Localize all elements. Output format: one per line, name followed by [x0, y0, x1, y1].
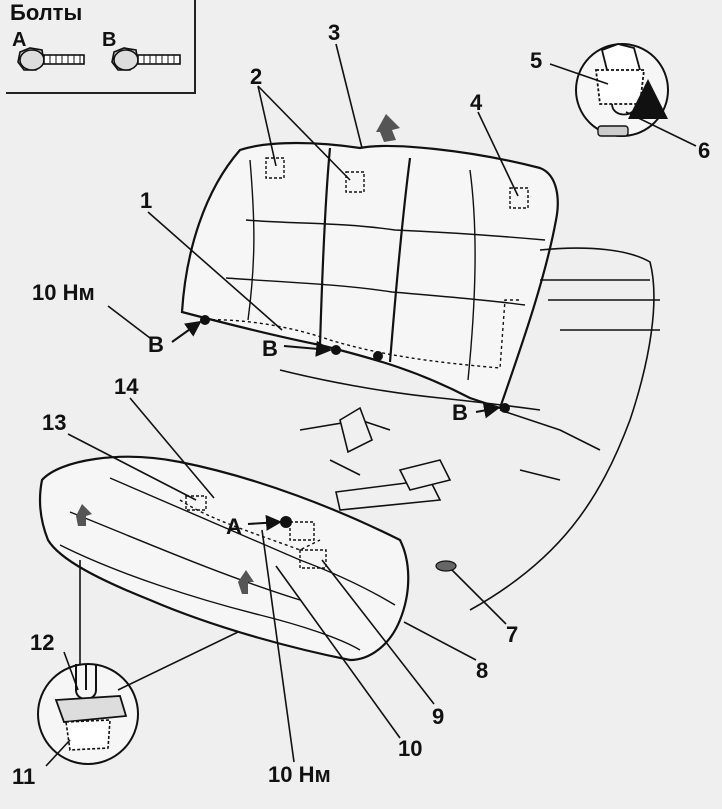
bolt-pointers [171, 320, 500, 531]
callout-12: 12 [30, 630, 55, 655]
callout-5: 5 [530, 48, 543, 73]
callout-2: 2 [250, 64, 263, 89]
callout-13: 13 [42, 410, 67, 435]
direction-arrows [76, 114, 400, 594]
bolt-mark-b-left: B [148, 332, 164, 357]
callout-6: 6 [698, 138, 711, 163]
bolt-mark-b-right: B [452, 400, 468, 425]
callout-14: 14 [114, 374, 139, 399]
vehicle-body-lines [279, 247, 660, 611]
hidden-hooks [185, 157, 529, 569]
torque-label-top: 10 Нм [32, 280, 95, 305]
callout-3: 3 [328, 20, 341, 45]
callout-leaders [45, 43, 697, 767]
seat-back-outline [180, 141, 559, 410]
callout-9: 9 [432, 704, 445, 729]
callout-1: 1 [140, 188, 153, 213]
legend-title: Болты [10, 0, 83, 25]
legend-bolt-b-label: B [102, 29, 117, 51]
bolt-b-icon [111, 47, 181, 71]
bolt-mark-a-center: A [226, 514, 242, 539]
torque-label-bottom: 10 Нм [268, 762, 331, 787]
seat-cushion-outline [38, 455, 410, 662]
floor-plug [435, 560, 457, 572]
bolt-a-icon [17, 47, 85, 71]
callout-7: 7 [506, 622, 519, 647]
seat-back-frame-dashed [199, 299, 520, 369]
cushion-frame-dashed [179, 499, 321, 551]
clip-detail-inset [575, 43, 669, 137]
bolt-legend-box [6, 0, 196, 94]
callout-10: 10 [398, 736, 423, 761]
hook-detail-inset [37, 663, 139, 765]
seat-back-bolts [200, 315, 510, 528]
callout-4: 4 [470, 90, 483, 115]
bolt-mark-b-center: B [262, 336, 278, 361]
legend-bolt-a-label: A [12, 29, 27, 51]
callout-8: 8 [476, 658, 489, 683]
callout-11: 11 [12, 764, 36, 789]
